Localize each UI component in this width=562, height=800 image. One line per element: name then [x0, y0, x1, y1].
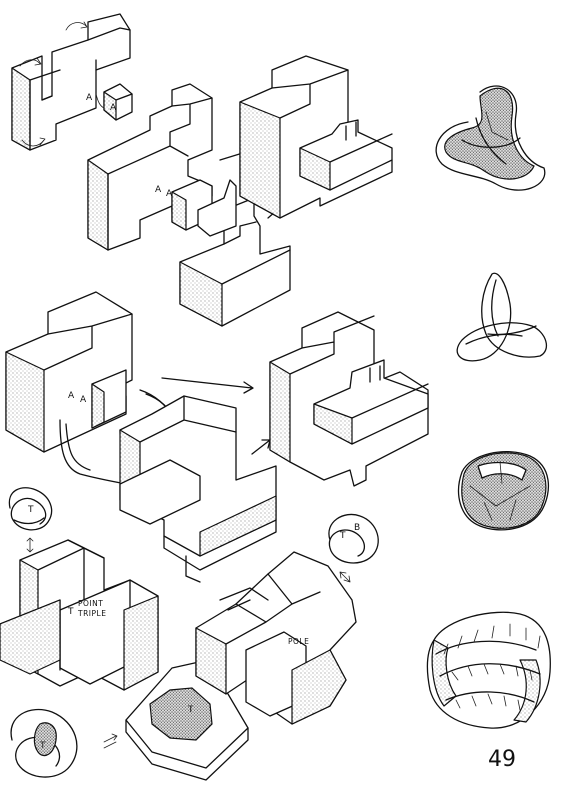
page-number: 49	[488, 747, 516, 772]
label-t-3: T	[39, 741, 46, 751]
label-a-4: A	[110, 103, 117, 113]
label-a-6: A	[80, 395, 87, 405]
label-a-2: A	[166, 189, 173, 199]
pole-block	[195, 551, 357, 725]
label-t-4: T	[187, 705, 194, 715]
assembled-block-mid-right	[251, 311, 429, 487]
trefoil-knot-right	[456, 272, 548, 362]
block-top-center-lower	[179, 179, 291, 327]
label-triple: TRIPLE	[77, 609, 106, 618]
double-arrow-bottom	[103, 733, 118, 749]
label-t-5: T	[339, 531, 346, 541]
assembled-block-top-right	[239, 55, 393, 219]
label-t-2: T	[67, 607, 74, 617]
small-knot-left	[8, 487, 53, 553]
label-a-5: A	[68, 391, 75, 401]
label-b: B	[354, 523, 360, 533]
small-knot-bottom-left	[10, 708, 78, 778]
label-point: POINT	[78, 599, 103, 608]
block-center-mid	[119, 395, 277, 583]
knot-surface-right-1	[435, 85, 546, 191]
label-t-1: T	[27, 505, 34, 515]
small-rotating-block	[11, 13, 133, 151]
label-a-1: A	[155, 185, 162, 195]
label-pole: POLE	[288, 637, 309, 646]
small-knot-b	[328, 513, 379, 583]
label-a-3: A	[86, 93, 93, 103]
t-block-point-triple	[0, 539, 159, 691]
large-block-mid-left	[5, 291, 133, 453]
banded-ring-right-2	[426, 611, 551, 729]
banded-ring-right-1	[458, 450, 550, 531]
